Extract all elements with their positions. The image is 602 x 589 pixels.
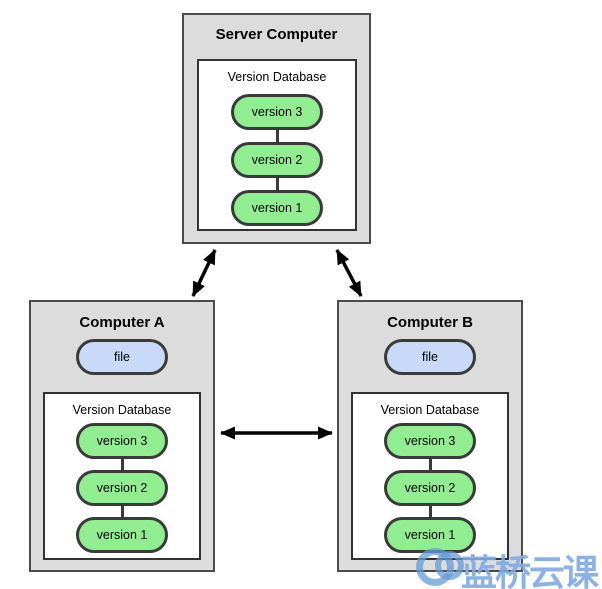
file-pill: file — [384, 339, 476, 375]
computer-b-version-stack: version 3 version 2 version 1 — [353, 423, 507, 553]
pill-connector — [428, 506, 432, 517]
server-computer-box: Server Computer Version Database version… — [182, 13, 371, 244]
server-version-database-box: Version Database version 3 version 2 ver… — [197, 59, 357, 231]
version-pill: version 2 — [76, 470, 168, 506]
computer-a-version-stack: version 3 version 2 version 1 — [45, 423, 199, 553]
computer-b-title: Computer B — [387, 314, 473, 331]
pill-connector — [120, 459, 124, 470]
computer-a-version-database-box: Version Database version 3 version 2 ver… — [43, 392, 201, 560]
computer-a-box: Computer A file Version Database version… — [29, 300, 215, 572]
pill-connector — [275, 130, 279, 142]
pill-connector — [428, 459, 432, 470]
version-database-label: Version Database — [380, 403, 480, 417]
version-database-label: Version Database — [72, 403, 172, 417]
computer-b-box: Computer B file Version Database version… — [337, 300, 523, 572]
server-computer-title: Server Computer — [215, 26, 338, 43]
version-pill: version 3 — [76, 423, 168, 459]
arrow-server-computer-b — [335, 249, 363, 297]
file-pill: file — [76, 339, 168, 375]
computer-b-version-database-box: Version Database version 3 version 2 ver… — [351, 392, 509, 560]
version-pill: version 3 — [231, 94, 323, 130]
version-pill: version 2 — [384, 470, 476, 506]
version-database-label: Version Database — [227, 70, 327, 84]
version-pill: version 1 — [76, 517, 168, 553]
pill-connector — [120, 506, 124, 517]
computer-a-title: Computer A — [79, 314, 165, 331]
arrow-server-computer-a — [191, 249, 217, 297]
server-version-stack: version 3 version 2 version 1 — [199, 94, 355, 226]
version-pill: version 2 — [231, 142, 323, 178]
version-pill: version 1 — [384, 517, 476, 553]
version-pill: version 1 — [231, 190, 323, 226]
pill-connector — [275, 178, 279, 190]
version-pill: version 3 — [384, 423, 476, 459]
